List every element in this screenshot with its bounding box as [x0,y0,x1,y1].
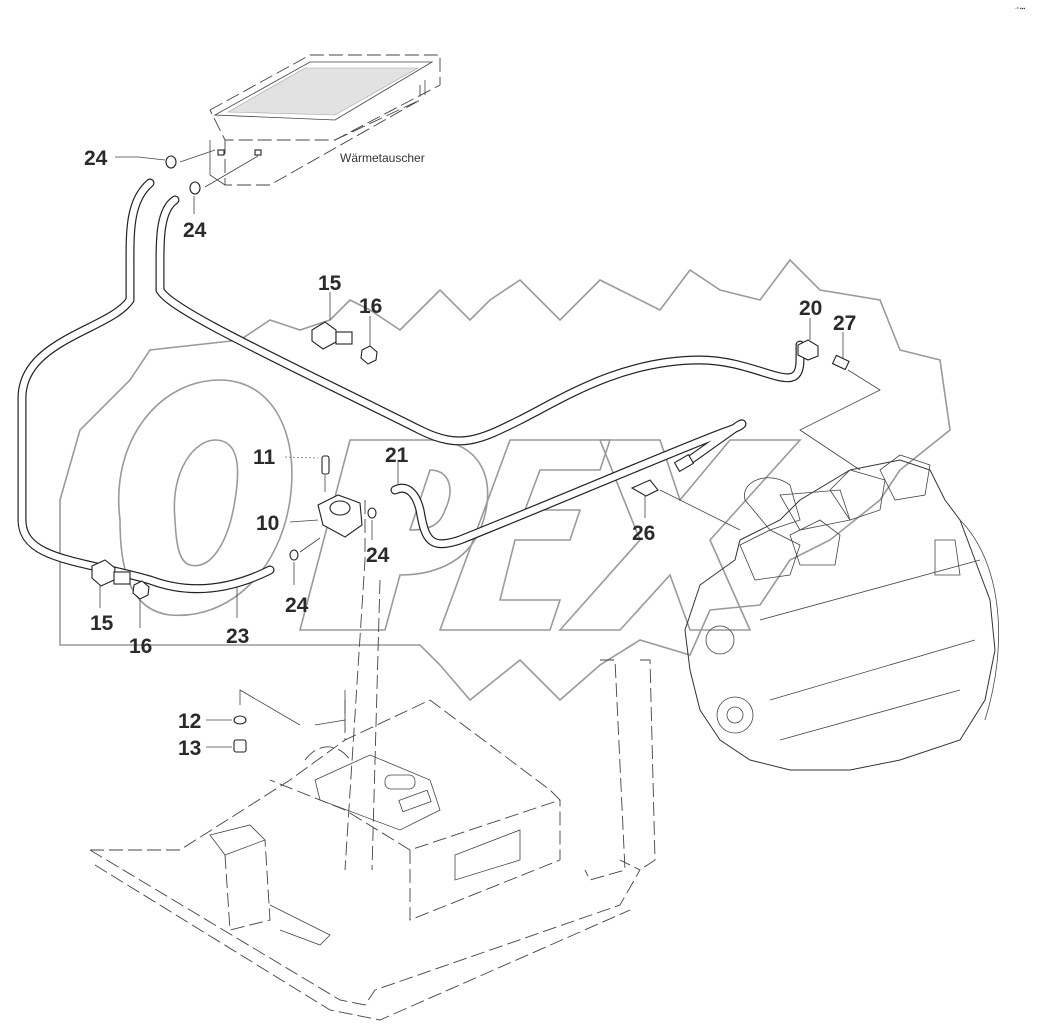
corner-mark: ·ᵃ ▪▪▪ [1015,6,1025,12]
heat-exchanger-caption: Wärmetauscher [340,151,425,165]
callout-13: 13 [178,737,201,760]
cap-12 [233,715,247,725]
fitting-15-a [311,321,353,350]
watermark-letter-x [558,439,802,631]
callout-24-b: 24 [183,219,207,242]
watermark-gear [59,258,951,702]
hose-clamp-24-d [289,549,299,561]
hoses [17,178,805,594]
nut-13 [233,739,247,753]
leader-lines [99,149,881,748]
fitting-15-b [91,559,131,587]
callout-24-a: 24 [84,147,108,170]
callout-20: 20 [799,297,822,320]
watermark-letter-o-inner [173,439,239,567]
connector-27 [831,354,850,371]
hose-clamp-24-a [165,155,177,169]
elbow-fitting-20 [797,339,819,361]
callouts: 24 24 15 16 20 27 11 21 10 24 26 24 15 1… [84,147,856,760]
small-parts [91,155,850,753]
tee-fitting-26 [630,479,659,497]
callout-16-a: 16 [359,295,382,318]
callout-11: 11 [253,446,276,469]
callout-15-b: 15 [90,612,114,635]
engine [684,454,999,771]
heater-valve-10 [317,494,363,538]
callout-24-d: 24 [285,594,309,617]
callout-23: 23 [226,625,249,648]
callout-10: 10 [256,512,279,535]
callout-24-c: 24 [366,544,390,567]
watermark-letter-o [117,379,293,617]
hose-clamp-24-c [367,507,377,519]
hex-nut-16-b [132,580,150,600]
hex-nut-16-a [360,345,378,365]
hose-end-fitting [673,453,695,473]
hose-clamp-24-b [189,181,201,195]
watermark [59,258,951,702]
callout-15-a: 15 [318,272,342,295]
callout-12: 12 [178,710,201,733]
callout-27: 27 [833,312,856,335]
machine-frame [89,500,656,1021]
callout-21: 21 [385,444,409,467]
callout-16-b: 16 [129,635,152,658]
heat-exchanger: Wärmetauscher [209,54,441,186]
screw-11 [321,455,330,475]
callout-26: 26 [632,522,655,545]
